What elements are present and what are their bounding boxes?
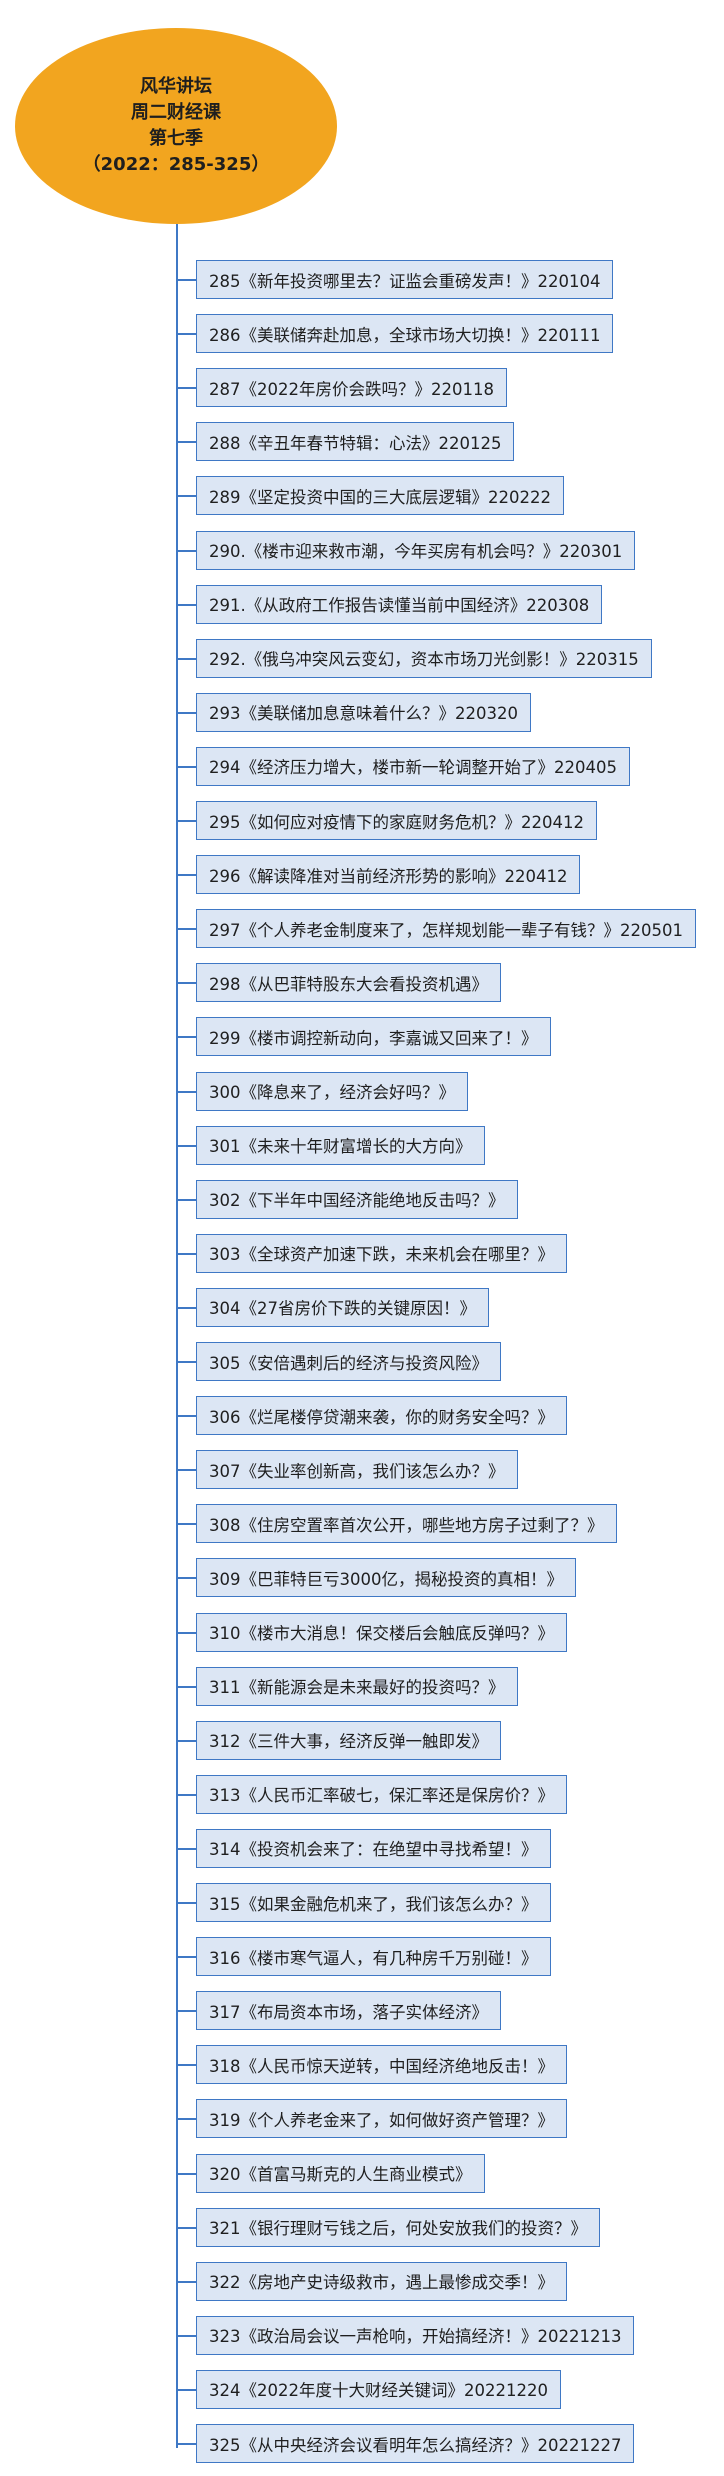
branch-connector	[176, 1956, 196, 1959]
branch-connector	[176, 1036, 196, 1039]
branch-connector	[176, 1739, 196, 1742]
branch-connector	[176, 1523, 196, 1526]
mindmap-trunk-connector	[176, 224, 178, 2448]
topic-node[interactable]: 308《住房空置率首次公开，哪些地方房子过剩了？》	[196, 1504, 617, 1544]
branch-connector	[176, 387, 196, 390]
topic-node[interactable]: 307《失业率创新高，我们该怎么办？》	[196, 1450, 518, 1490]
branch-connector	[176, 1198, 196, 1201]
branch-connector	[176, 2226, 196, 2229]
branch-connector	[176, 2388, 196, 2391]
topic-node[interactable]: 306《烂尾楼停贷潮来袭，你的财务安全吗？》	[196, 1396, 567, 1436]
topic-node[interactable]: 310《楼市大消息！保交楼后会触底反弹吗？》	[196, 1612, 567, 1652]
branch-connector	[176, 2118, 196, 2121]
branch-connector	[176, 603, 196, 606]
topic-node[interactable]: 316《楼市寒气逼人，有几种房千万别碰！》	[196, 1937, 551, 1977]
branch-connector	[176, 765, 196, 768]
branch-connector	[176, 874, 196, 877]
topic-node[interactable]: 302《下半年中国经济能绝地反击吗？》	[196, 1179, 518, 1219]
topic-node[interactable]: 313《人民币汇率破七，保汇率还是保房价？》	[196, 1774, 567, 1814]
topic-node[interactable]: 311《新能源会是未来最好的投资吗？》	[196, 1666, 518, 1706]
topic-node[interactable]: 320《首富马斯克的人生商业模式》	[196, 2153, 485, 2193]
branch-connector	[176, 1306, 196, 1309]
root-title-line2: 周二财经课	[131, 102, 221, 123]
topic-node[interactable]: 318《人民币惊天逆转，中国经济绝地反击！》	[196, 2045, 567, 2085]
topic-node[interactable]: 304《27省房价下跌的关键原因！》	[196, 1287, 489, 1327]
topic-node[interactable]: 295《如何应对疫情下的家庭财务危机？》220412	[196, 801, 597, 840]
topic-node[interactable]: 301《未来十年财富增长的大方向》	[196, 1125, 485, 1165]
branch-connector	[176, 2064, 196, 2067]
branch-connector	[176, 2172, 196, 2175]
branch-connector	[176, 333, 196, 336]
topic-node[interactable]: 296《解读降准对当前经济形势的影响》220412	[196, 855, 581, 895]
branch-connector	[176, 495, 196, 498]
branch-connector	[176, 1685, 196, 1688]
branch-connector	[176, 2280, 196, 2283]
branch-connector	[176, 1469, 196, 1472]
topic-node[interactable]: 321《银行理财亏钱之后，何处安放我们的投资？》	[196, 2207, 600, 2247]
branch-connector	[176, 2010, 196, 2013]
topic-node[interactable]: 309《巴菲特巨亏3000亿，揭秘投资的真相！》	[196, 1558, 576, 1598]
branch-connector	[176, 820, 196, 822]
root-title-line1: 风华讲坛	[140, 76, 212, 97]
topic-node[interactable]: 325《从中央经济会议看明年怎么搞经济？》20221227	[196, 2424, 635, 2463]
root-topic-node[interactable]: 风华讲坛 周二财经课 第七季 （2022：285-325）	[15, 28, 337, 224]
branch-connector	[176, 1577, 196, 1580]
branch-connector	[176, 1847, 196, 1850]
branch-connector	[176, 549, 196, 552]
root-title-line4: （2022：285-325）	[82, 154, 270, 175]
topic-node[interactable]: 285《新年投资哪里去？证监会重磅发声！》220104	[196, 260, 614, 299]
branch-connector	[176, 2443, 196, 2445]
topic-node[interactable]: 323《政治局会议一声枪响，开始搞经济！》20221213	[196, 2315, 635, 2355]
branch-connector	[176, 1631, 196, 1634]
branch-connector	[176, 1793, 196, 1796]
topic-node[interactable]: 305《安倍遇刺后的经济与投资风险》	[196, 1342, 501, 1381]
branch-connector	[176, 928, 196, 931]
branch-connector	[176, 1361, 196, 1363]
branch-connector	[176, 711, 196, 714]
topic-node[interactable]: 312《三件大事，经济反弹一触即发》	[196, 1720, 501, 1760]
topic-node[interactable]: 289《坚定投资中国的三大底层逻辑》220222	[196, 476, 564, 516]
topic-node[interactable]: 324《2022年度十大财经关键词》20221220	[196, 2369, 561, 2409]
topic-node[interactable]: 286《美联储奔赴加息，全球市场大切换！》220111	[196, 314, 614, 354]
branch-connector	[176, 441, 196, 444]
topic-node[interactable]: 315《如果金融危机来了，我们该怎么办？》	[196, 1883, 551, 1922]
topic-node[interactable]: 297《个人养老金制度来了，怎样规划能一辈子有钱？》220501	[196, 909, 696, 949]
topic-node[interactable]: 287《2022年房价会跌吗？》220118	[196, 368, 507, 408]
branch-connector	[176, 1090, 196, 1093]
topic-node[interactable]: 298《从巴菲特股东大会看投资机遇》	[196, 963, 501, 1003]
topic-node[interactable]: 291.《从政府工作报告读懂当前中国经济》220308	[196, 584, 603, 624]
branch-connector	[176, 982, 196, 985]
topic-node[interactable]: 299《楼市调控新动向，李嘉诚又回来了！》	[196, 1017, 551, 1057]
topic-node[interactable]: 288《辛丑年春节特辑：心法》220125	[196, 422, 515, 462]
topic-node[interactable]: 314《投资机会来了：在绝望中寻找希望！》	[196, 1828, 551, 1868]
topic-node[interactable]: 294《经济压力增大，楼市新一轮调整开始了》220405	[196, 746, 630, 786]
topic-node[interactable]: 293《美联储加息意味着什么？》220320	[196, 692, 531, 732]
branch-connector	[176, 1252, 196, 1255]
topic-node[interactable]: 317《布局资本市场，落子实体经济》	[196, 1991, 501, 2031]
topic-node[interactable]: 319《个人养老金来了，如何做好资产管理？》	[196, 2099, 567, 2139]
branch-connector	[176, 657, 196, 660]
root-title-line3: 第七季	[149, 128, 203, 149]
topic-node[interactable]: 292.《俄乌冲突风云变幻，资本市场刀光剑影！》220315	[196, 638, 652, 678]
topic-node[interactable]: 303《全球资产加速下跌，未来机会在哪里？》	[196, 1233, 567, 1273]
branch-connector	[176, 2334, 196, 2337]
branch-connector	[176, 1415, 196, 1418]
topic-node[interactable]: 322《房地产史诗级救市，遇上最惨成交季！》	[196, 2261, 567, 2301]
branch-connector	[176, 1144, 196, 1147]
branch-connector	[176, 279, 196, 281]
topic-node[interactable]: 300《降息来了，经济会好吗？》	[196, 1071, 468, 1111]
branch-connector	[176, 1902, 196, 1904]
topic-node[interactable]: 290.《楼市迎来救市潮，今年买房有机会吗？》220301	[196, 530, 636, 570]
